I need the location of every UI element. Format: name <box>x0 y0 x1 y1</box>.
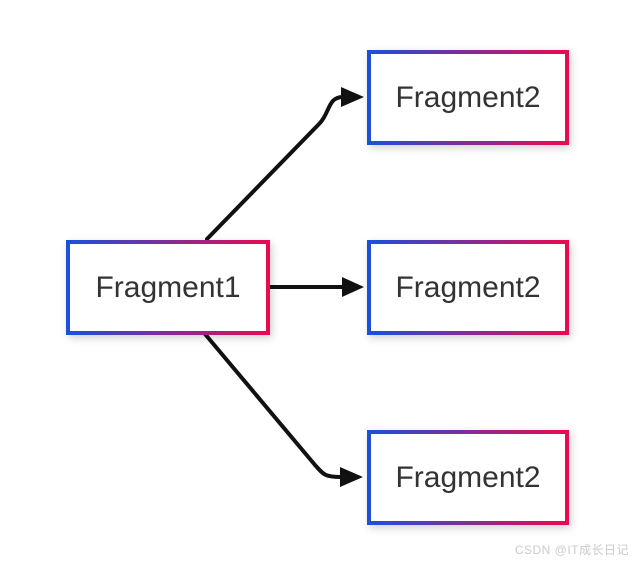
edge-to-bottom <box>203 332 343 479</box>
node-fragment2-bottom-label: Fragment2 <box>395 460 541 494</box>
edge-to-middle-arrowhead-icon <box>342 277 364 297</box>
node-fragment2-middle-label: Fragment2 <box>395 270 541 304</box>
edge-to-top-arrowhead-icon <box>341 87 364 107</box>
node-fragment2-top-label: Fragment2 <box>395 80 541 114</box>
node-fragment2-top: Fragment2 <box>367 50 569 145</box>
node-fragment1: Fragment1 <box>66 240 270 335</box>
edge-to-top <box>205 95 345 241</box>
watermark: CSDN @IT成长日记 <box>514 543 629 557</box>
node-fragment2-bottom: Fragment2 <box>367 430 569 525</box>
node-fragment1-label: Fragment1 <box>95 270 241 304</box>
node-fragment2-middle: Fragment2 <box>367 240 569 335</box>
edge-to-bottom-arrowhead-icon <box>340 467 363 487</box>
